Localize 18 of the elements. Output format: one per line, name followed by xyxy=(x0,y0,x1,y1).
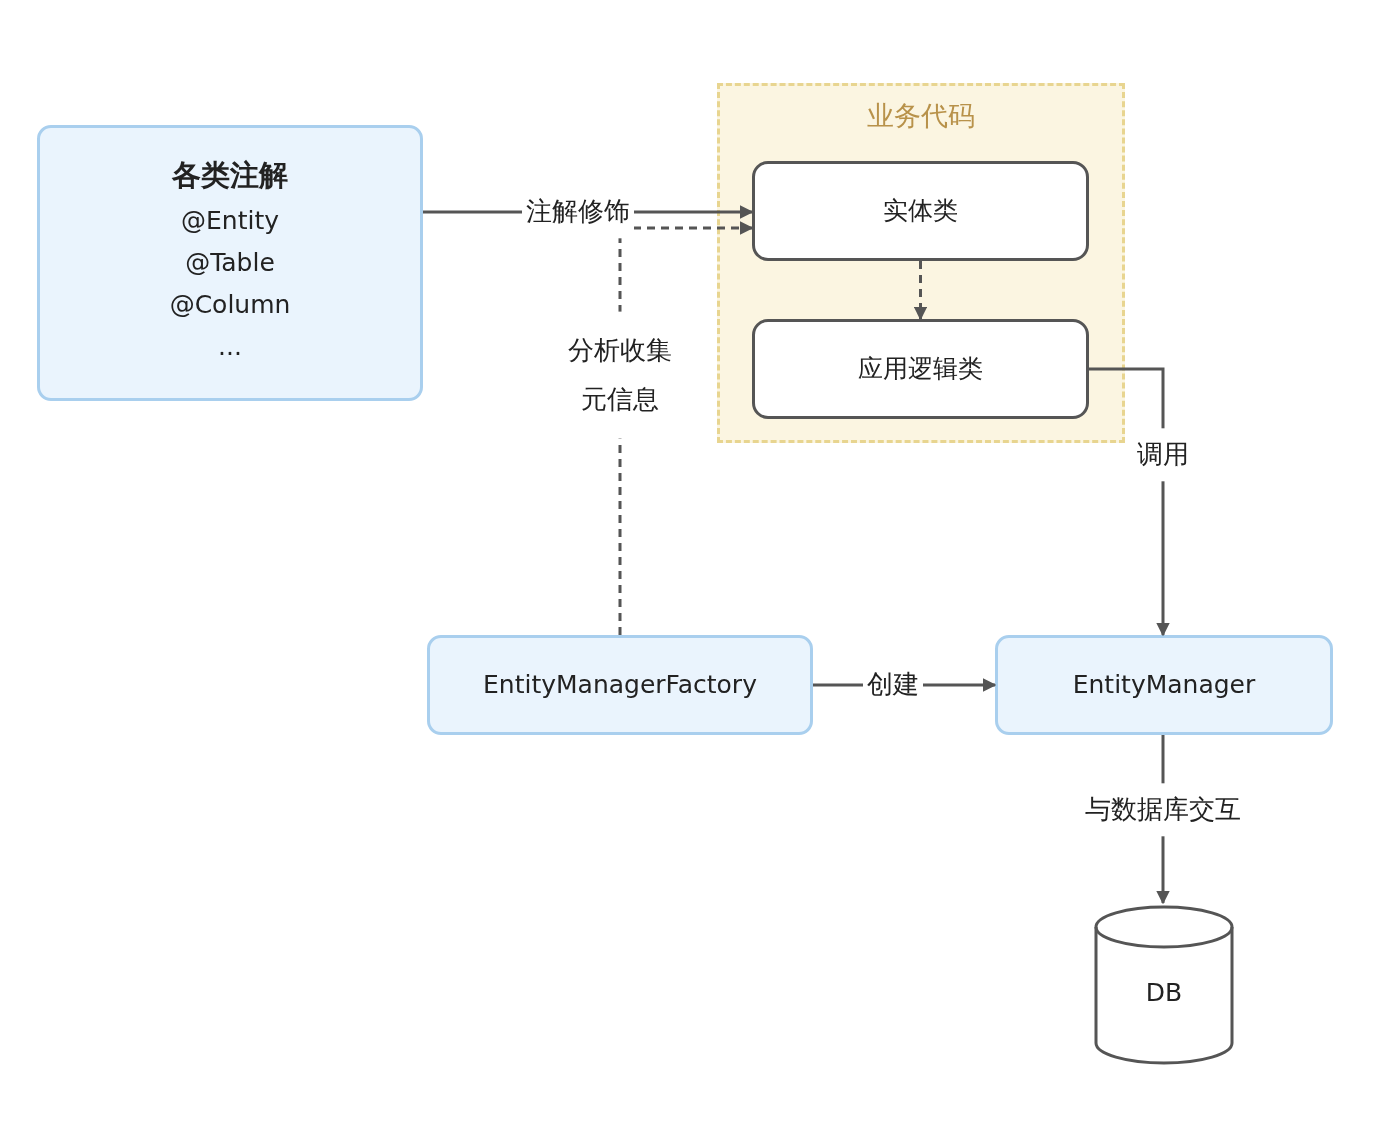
annotation-text: @Entity xyxy=(181,206,279,237)
node-label: 实体类 xyxy=(883,196,958,226)
node-label: 应用逻辑类 xyxy=(858,354,983,384)
node-label: EntityManagerFactory xyxy=(483,670,757,700)
annotation-text: ... xyxy=(218,332,242,363)
process-box xyxy=(427,635,813,735)
annotation-text: @Table xyxy=(185,248,275,279)
class-box xyxy=(752,319,1089,419)
process-box xyxy=(995,635,1333,735)
annotation-text: @Column xyxy=(169,290,291,321)
node-label: DB xyxy=(1145,978,1183,1008)
group-region xyxy=(717,83,1125,443)
box-title: 各类注解 xyxy=(172,157,288,193)
arrow xyxy=(913,261,928,321)
class-box xyxy=(752,161,1089,261)
group-title: 业务代码 xyxy=(867,100,975,133)
node-label: EntityManager xyxy=(1072,670,1256,700)
process-box xyxy=(37,125,423,401)
